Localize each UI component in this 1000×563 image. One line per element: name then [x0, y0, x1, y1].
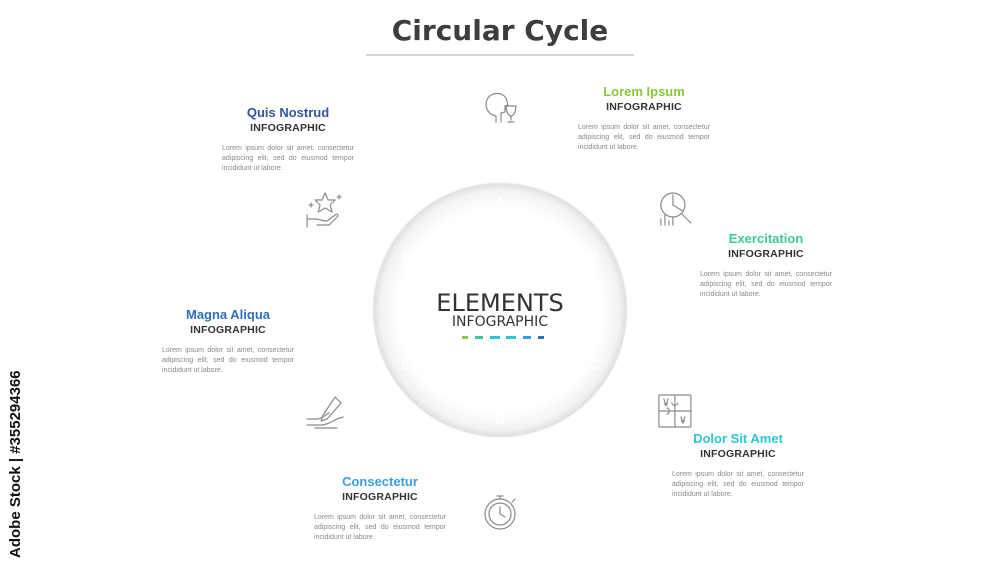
- puzzle-icon: [658, 394, 692, 428]
- center-disc-outline: [372, 182, 628, 438]
- segment-subheading: INFOGRAPHIC: [250, 122, 326, 134]
- center-dash: [538, 336, 544, 339]
- center-dash: [475, 336, 483, 339]
- segment-letter-b: B: [589, 248, 599, 264]
- center-dash: [506, 336, 516, 339]
- segment-subheading: INFOGRAPHIC: [342, 491, 418, 503]
- hand-star-icon: [306, 192, 342, 228]
- segment-heading: Exercitation: [728, 231, 804, 246]
- center-subtitle: INFOGRAPHIC: [452, 314, 548, 330]
- segment-letter-e: E: [401, 357, 410, 373]
- segment-subheading: INFOGRAPHIC: [606, 101, 682, 113]
- segment-letter-f: F: [401, 248, 410, 264]
- segment-description: Lorem ipsum dolor sit amet, consectetur …: [672, 471, 804, 498]
- center-dash: [490, 336, 500, 339]
- segment-description: Lorem ipsum dolor sit amet, consectetur …: [222, 145, 354, 172]
- segment-description: Lorem ipsum dolor sit amet, consectetur …: [700, 271, 832, 298]
- page-title: Circular Cycle: [391, 14, 609, 47]
- watermark: Adobe Stock | #355294366: [6, 322, 26, 558]
- segment-description: Lorem ipsum dolor sit amet, consectetur …: [314, 514, 446, 541]
- center-dash: [462, 336, 468, 339]
- hand-writing-icon: [306, 396, 344, 429]
- segment-letter-a: A: [495, 193, 505, 209]
- segment-heading: Magna Aliqua: [185, 307, 271, 322]
- segment-subheading: INFOGRAPHIC: [190, 324, 266, 336]
- segment-description: Lorem ipsum dolor sit amet, consectetur …: [578, 124, 710, 151]
- segment-heading: Quis Nostrud: [246, 105, 330, 120]
- watermark-text: Adobe Stock | #355294366: [7, 370, 24, 558]
- center-disc: [373, 183, 627, 437]
- segment-letter-d: D: [495, 411, 505, 427]
- head-trophy-icon: [485, 92, 517, 123]
- chart-magnifier-icon: [660, 192, 692, 226]
- title-underline: [366, 54, 634, 56]
- center-dash: [523, 336, 531, 339]
- segment-heading: Consectetur: [342, 474, 418, 489]
- center-title: ELEMENTS: [436, 289, 563, 317]
- segment-cap-a: [440, 58, 560, 178]
- segment-subheading: INFOGRAPHIC: [700, 448, 776, 460]
- segment-letter-c: C: [589, 357, 599, 373]
- stopwatch-icon: [484, 495, 516, 530]
- segment-heading: Lorem Ipsum: [603, 84, 685, 99]
- segment-description: Lorem ipsum dolor sit amet, consectetur …: [162, 347, 294, 374]
- segment-heading: Dolor Sit Amet: [693, 431, 783, 446]
- segment-subheading: INFOGRAPHIC: [728, 248, 804, 260]
